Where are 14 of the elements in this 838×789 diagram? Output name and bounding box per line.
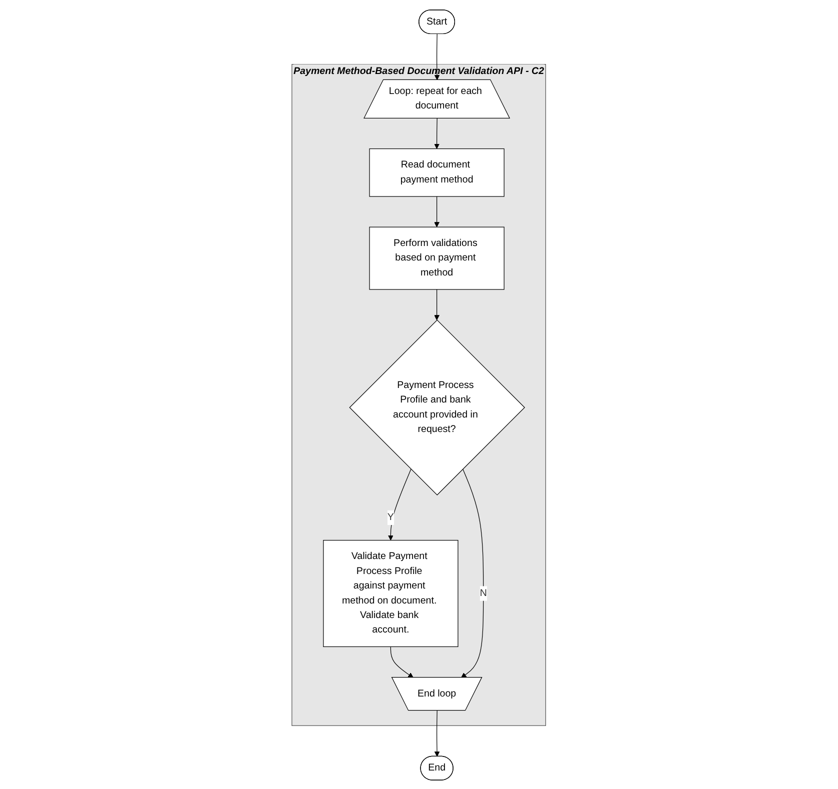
arrow	[434, 196, 440, 227]
edge-label: N	[480, 588, 488, 598]
node-box: Read document payment method	[369, 148, 505, 196]
node-diamond: Payment Process Profile and bank account provided in request?	[349, 319, 526, 495]
arrow	[434, 33, 440, 80]
node-box: Validate Payment Process Profile against payment method on document. Validate bank account.	[323, 539, 458, 647]
arrow	[434, 710, 440, 756]
edge-label: Y	[388, 512, 394, 522]
node-box: Perform validations based on payment method	[369, 226, 505, 290]
arrow	[434, 118, 440, 149]
arrow	[388, 468, 412, 540]
arrow	[461, 468, 484, 678]
arrow	[434, 288, 440, 320]
arrow	[390, 646, 414, 678]
